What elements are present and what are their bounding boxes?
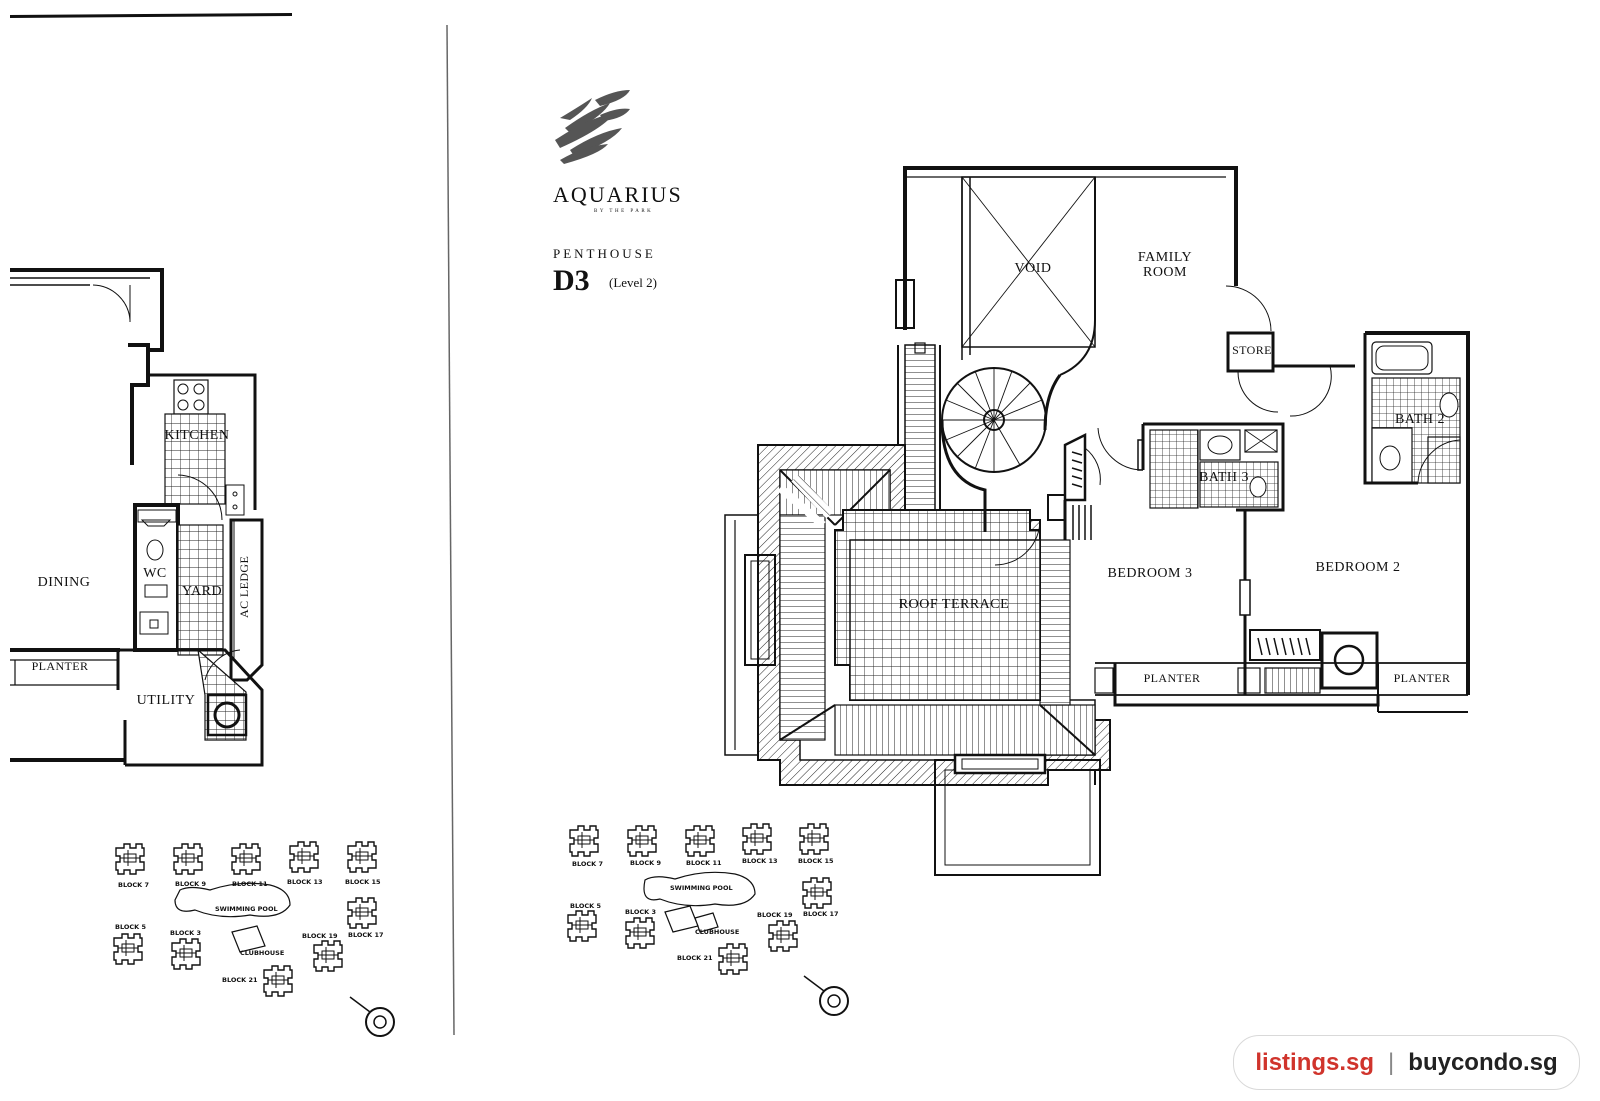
label-void: VOID <box>1015 261 1052 276</box>
label-roof-terrace: ROOF TERRACE <box>899 597 1009 612</box>
left-partial-plan <box>10 268 264 767</box>
label-bath-2: BATH 2 <box>1395 412 1445 427</box>
right-site-block-7: BLOCK 7 <box>572 860 603 868</box>
left-site-block-11: BLOCK 11 <box>232 880 268 888</box>
left-label-kitchen: KITCHEN <box>165 428 230 443</box>
right-site-clubhouse: CLUBHOUSE <box>695 928 739 936</box>
left-site-pool: SWIMMING POOL <box>215 905 278 913</box>
label-family-room-line2: ROOM <box>1143 265 1187 280</box>
watermark-badge: listings.sg | buycondo.sg <box>1233 1035 1580 1090</box>
watermark-separator: | <box>1388 1048 1395 1076</box>
left-site-block-15: BLOCK 15 <box>345 878 381 886</box>
label-planter-a: PLANTER <box>1144 671 1201 685</box>
label-planter-b: PLANTER <box>1394 671 1451 685</box>
watermark-site-1: listings.sg <box>1255 1048 1375 1076</box>
scan-edge-mark <box>10 13 292 18</box>
site-plan-left <box>113 841 395 1037</box>
left-label-utility: UTILITY <box>137 693 196 708</box>
left-site-block-5: BLOCK 5 <box>115 923 146 931</box>
left-site-block-7: BLOCK 7 <box>118 881 149 889</box>
right-site-block-21: BLOCK 21 <box>677 954 713 962</box>
left-site-block-9: BLOCK 9 <box>175 880 206 888</box>
right-site-block-17: BLOCK 17 <box>803 910 839 918</box>
left-site-block-21: BLOCK 21 <box>222 976 258 984</box>
right-site-block-3: BLOCK 3 <box>625 908 656 916</box>
unit-code: D3 <box>553 264 590 297</box>
watermark-site-2: buycondo.sg <box>1408 1048 1558 1076</box>
unit-level: (Level 2) <box>609 275 657 290</box>
left-label-ac-ledge: AC LEDGE <box>237 556 251 618</box>
right-site-block-13: BLOCK 13 <box>742 857 778 865</box>
brand-name: AQUARIUS <box>553 182 683 207</box>
label-bedroom-2: BEDROOM 2 <box>1315 560 1400 575</box>
left-site-block-13: BLOCK 13 <box>287 878 323 886</box>
left-site-block-17: BLOCK 17 <box>348 931 384 939</box>
right-site-block-5: BLOCK 5 <box>570 902 601 910</box>
left-site-clubhouse: CLUBHOUSE <box>240 949 284 957</box>
left-site-block-3: BLOCK 3 <box>170 929 201 937</box>
label-bath-3: BATH 3 <box>1199 470 1249 485</box>
label-bedroom-3: BEDROOM 3 <box>1107 566 1192 581</box>
right-site-block-11: BLOCK 11 <box>686 859 722 867</box>
right-site-block-9: BLOCK 9 <box>630 859 661 867</box>
main-floor-plan <box>724 166 1470 876</box>
left-label-planter: PLANTER <box>32 659 89 673</box>
left-label-yard: YARD <box>182 584 222 599</box>
label-family-room-line1: FAMILY <box>1138 250 1192 265</box>
left-site-block-19: BLOCK 19 <box>302 932 338 940</box>
site-plan-right <box>567 823 849 1016</box>
right-site-block-19: BLOCK 19 <box>757 911 793 919</box>
left-label-wc: WC <box>143 566 167 581</box>
right-site-pool: SWIMMING POOL <box>670 884 733 892</box>
left-label-dining: DINING <box>38 575 91 590</box>
aquarius-logo-icon <box>555 90 630 164</box>
right-site-block-15: BLOCK 15 <box>798 857 834 865</box>
label-store: STORE <box>1232 343 1272 357</box>
unit-type: PENTHOUSE <box>553 246 656 261</box>
page-fold-line <box>446 24 455 1036</box>
brand-tagline: BY THE PARK <box>594 209 653 214</box>
